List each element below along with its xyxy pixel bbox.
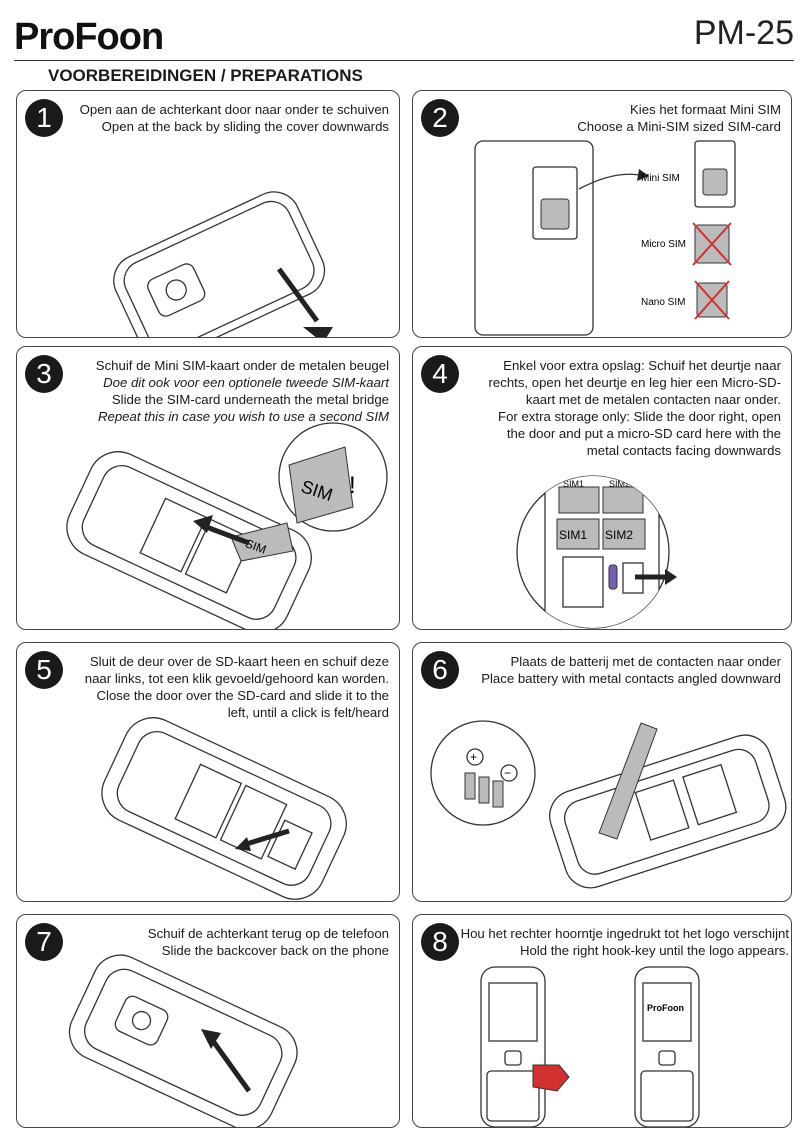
step-7-text: Schuif de achterkant terug op de telefoo…: [147, 926, 389, 958]
step-8-text: Hou het rechter hoorntje ingedrukt tot h…: [460, 926, 789, 958]
sim-insert-illustration: SIM ! SIM: [66, 422, 388, 629]
step-8-card: 8 Hou het rechter hoorntje ingedrukt tot…: [412, 914, 792, 1128]
brand-logo: ProFoon: [14, 16, 164, 58]
step-6-text: Plaats de batterij met de contacten naar…: [481, 654, 781, 686]
step-1-card: 1 Open aan de achterkant door naar onder…: [16, 90, 400, 338]
micro-sim-label: Micro SIM: [641, 239, 686, 250]
model-name: PM-25: [693, 14, 794, 52]
sim1-slot-label: SIM1: [563, 479, 584, 489]
sd-door-close-illustration: [101, 717, 347, 900]
warning-exclaim: !: [349, 472, 356, 499]
header-rule: [14, 60, 794, 61]
step-2-text: Kies het formaat Mini SIM Choose a Mini-…: [577, 102, 781, 134]
phone-back-open-illustration: [113, 191, 333, 337]
sim1-card-label: SIM1: [559, 528, 587, 542]
sd-card-illustration: SIM1 SIM2 SIM1 SIM2: [516, 475, 677, 629]
step-3-text: Schuif de Mini SIM-kaart onder de metale…: [95, 358, 389, 424]
nano-sim-label: Nano SIM: [641, 297, 685, 308]
step-3-card: 3 Schuif de Mini SIM-kaart onder de meta…: [16, 346, 400, 630]
step-4-card: 4 Enkel voor extra opslag: Schuif het de…: [412, 346, 792, 630]
battery-minus: −: [504, 766, 511, 780]
step-6-number: 6: [421, 651, 459, 689]
step-6-card: 6 Plaats de batterij met de contacten na…: [412, 642, 792, 902]
back-cover-close-illustration: [68, 954, 298, 1127]
step-4-number: 4: [421, 355, 459, 393]
step-3-number: 3: [25, 355, 63, 393]
step-2-number: 2: [421, 99, 459, 137]
battery-plus: +: [470, 750, 477, 764]
step-2-card: 2 Kies het formaat Mini SIM Choose a Min…: [412, 90, 792, 338]
sim-size-illustration: Mini SIM Micro SIM Nano SIM: [474, 140, 736, 336]
sim2-card-label: SIM2: [605, 528, 633, 542]
battery-insert-illustration: + −: [430, 720, 787, 889]
step-5-card: 5 Sluit de deur over de SD-kaart heen en…: [16, 642, 400, 902]
mini-sim-label: Mini SIM: [641, 173, 680, 184]
step-1-text: Open aan de achterkant door naar onder t…: [79, 102, 389, 134]
step-4-text: Enkel voor extra opslag: Schuif het deur…: [488, 358, 781, 458]
step-7-number: 7: [25, 923, 63, 961]
section-title: VOORBEREIDINGEN / PREPARATIONS: [48, 66, 363, 85]
step-7-card: 7 Schuif de achterkant terug op de telef…: [16, 914, 400, 1128]
sim2-slot-label: SIM2: [609, 479, 630, 489]
power-on-illustration: ProFoon: [480, 966, 700, 1127]
step-8-number: 8: [421, 923, 459, 961]
step-1-number: 1: [25, 99, 63, 137]
screen-logo: ProFoon: [647, 1003, 684, 1013]
step-5-number: 5: [25, 651, 63, 689]
step-5-text: Sluit de deur over de SD-kaart heen en s…: [84, 654, 389, 720]
